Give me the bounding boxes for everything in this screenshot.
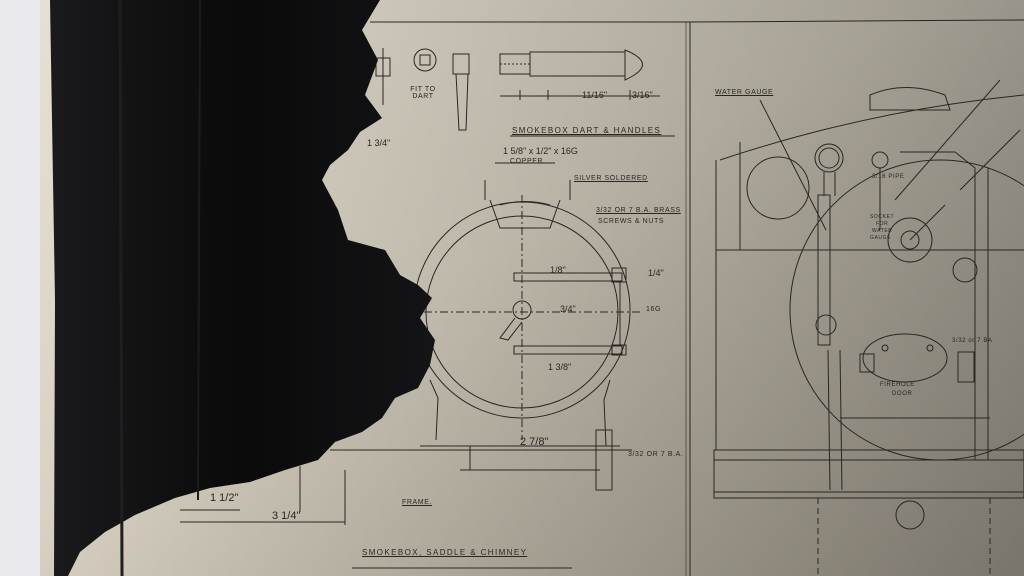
label-firehole-2: DOOR xyxy=(892,391,913,397)
dim-2-7-8: 2 7/8" xyxy=(520,436,549,448)
label-ba-note: 3/32 OR 7 B.A. xyxy=(628,451,684,458)
dim-1-3-4: 1 3/4" xyxy=(367,138,391,148)
label-ba-right: 3/32 or 7 BA xyxy=(952,338,993,344)
label-fit-to-dart: FIT TO DART xyxy=(410,86,436,100)
label-copper: COPPER. xyxy=(510,158,546,165)
label-socket-3: WATER xyxy=(872,228,893,234)
label-firehole-1: FIREHOLE xyxy=(880,382,915,388)
label-copper-spec: 1 5/8" x 1/2" x 16G xyxy=(503,146,578,156)
label-socket-4: GAUGE xyxy=(870,235,892,241)
dim-3-1-4: 3 1/4" xyxy=(272,510,301,522)
label-brass-screws-2: SCREWS & NUTS xyxy=(598,218,665,225)
label-socket-1: SOCKET xyxy=(870,214,895,220)
dim-11-16: 11/16" xyxy=(582,90,608,100)
label-16g: 16G xyxy=(646,306,662,313)
label-frame: FRAME. xyxy=(402,499,433,506)
label-pipe: 3/16 PIPE xyxy=(872,174,905,180)
dim-1-3-8: 1 3/8" xyxy=(548,362,572,372)
label-brass-screws-1: 3/32 OR 7 B.A. BRASS xyxy=(596,207,681,214)
dim-1-8: 1/8" xyxy=(550,265,566,275)
label-socket-2: FOR xyxy=(876,221,889,227)
line-drawing xyxy=(180,19,1024,576)
label-water-gauge: WATER GAUGE xyxy=(715,89,774,96)
dim-1-4: 1/4" xyxy=(648,268,664,278)
label-silver-soldered: SILVER SOLDERED xyxy=(574,175,648,182)
torn-black-sheet xyxy=(50,0,435,576)
label-smokebox-saddle-chimney: SMOKEBOX, SADDLE & CHIMNEY xyxy=(362,548,528,557)
dim-1-1-2: 1 1/2" xyxy=(210,492,239,504)
label-smokebox-dart-handles: SMOKEBOX DART & HANDLES xyxy=(512,126,662,135)
dim-3-16: 3/16" xyxy=(632,90,653,100)
dim-3-4: 3/4" xyxy=(560,304,576,314)
